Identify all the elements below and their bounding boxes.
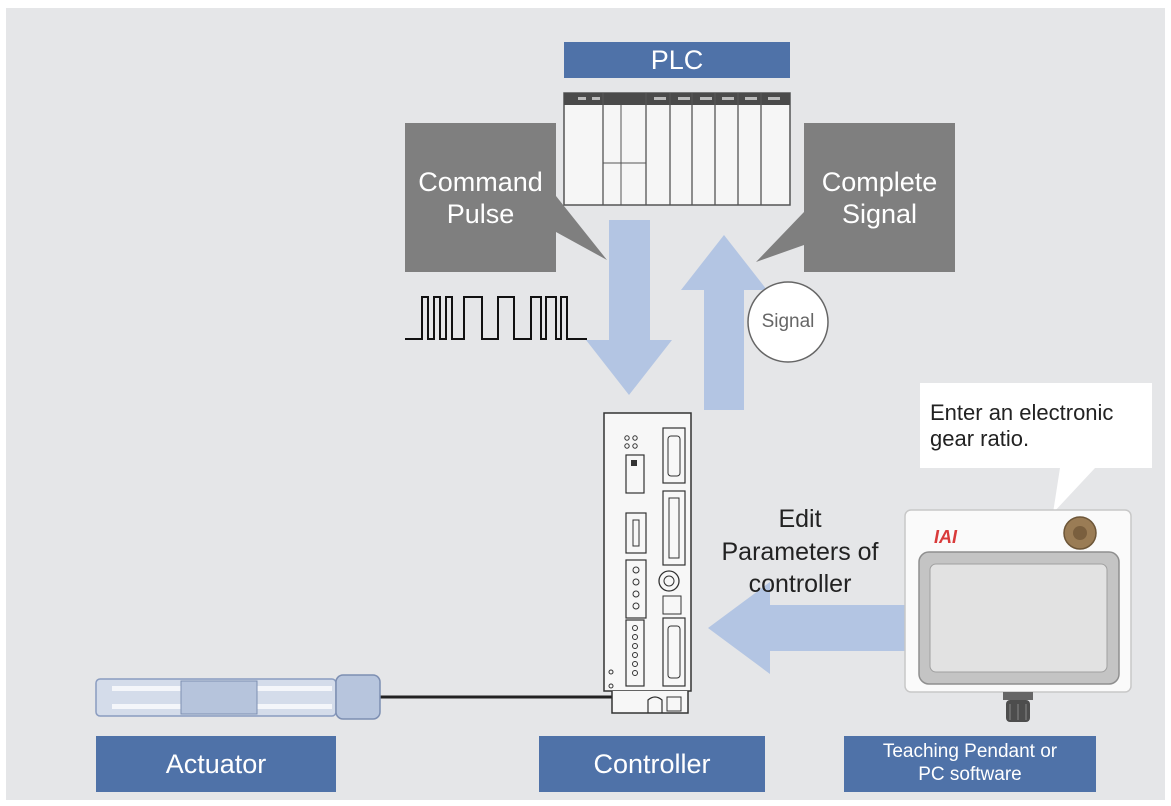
complete-signal-text: Complete Signal — [804, 160, 955, 236]
edit-line1: Edit — [778, 505, 822, 534]
plc-rack-icon — [563, 92, 791, 206]
speech-line1: Enter an electronic — [930, 399, 1114, 425]
signal-bubble-text: Signal — [761, 310, 815, 332]
pendant-label-line1: Teaching Pendant or — [882, 741, 1058, 763]
complete-signal-arrow — [681, 235, 767, 410]
plc-label: PLC — [564, 42, 790, 78]
command-pulse-line1: Command — [418, 166, 543, 197]
edit-parameters-text: Edit Parameters of controller — [700, 498, 900, 606]
teaching-pendant-icon — [904, 509, 1132, 722]
pendant-brand-logo: IAI — [934, 527, 958, 547]
command-pulse-text: Command Pulse — [405, 160, 556, 236]
actuator-icon — [95, 674, 381, 720]
command-pulse-callout — [405, 123, 607, 272]
controller-unit-icon — [603, 412, 692, 714]
pendant-label-line2: PC software — [918, 764, 1022, 785]
pulse-waveform-icon — [405, 296, 587, 340]
edit-line3: controller — [748, 570, 852, 599]
speech-bubble-text: Enter an electronic gear ratio. — [930, 386, 1152, 466]
speech-line2: gear ratio. — [930, 426, 1030, 451]
signal-bubble — [747, 281, 829, 363]
complete-signal-callout — [756, 123, 955, 272]
complete-signal-line2: Signal — [841, 199, 918, 229]
command-pulse-line2: Pulse — [446, 199, 515, 229]
controller-label: Controller — [539, 736, 765, 792]
teaching-pendant-label: Teaching Pendant or PC software — [844, 736, 1096, 792]
edit-parameters-arrow — [708, 582, 905, 674]
actuator-label: Actuator — [96, 736, 336, 792]
complete-signal-line1: Complete — [821, 166, 938, 197]
speech-bubble — [920, 383, 1152, 513]
edit-line2: Parameters of — [721, 537, 879, 566]
command-pulse-arrow — [586, 220, 672, 395]
